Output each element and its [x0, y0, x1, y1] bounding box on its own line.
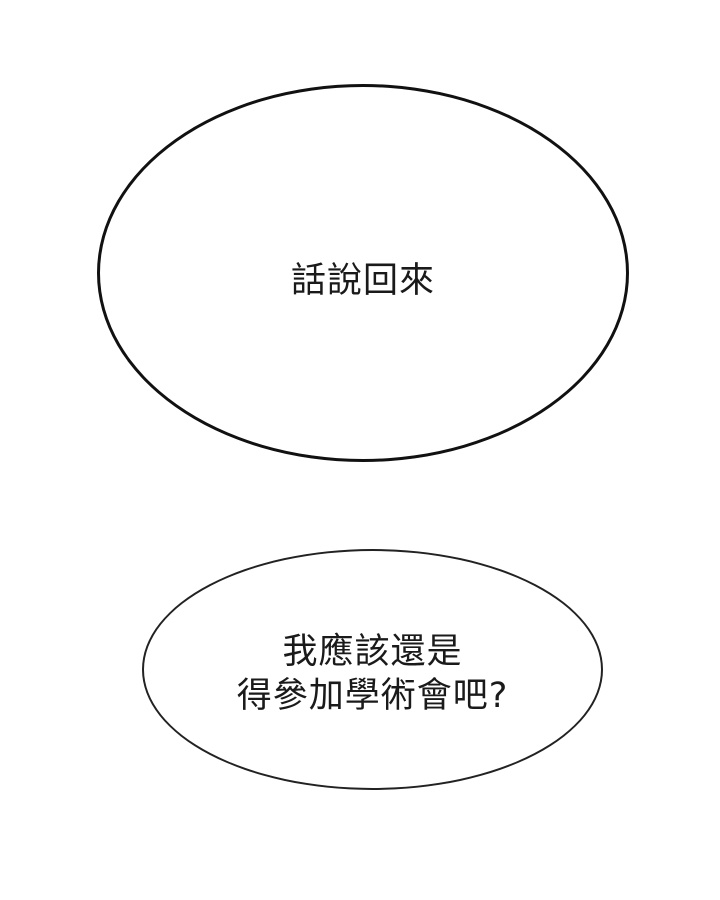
- speech-bubble-bottom: 我應該還是 得參加學術會吧?: [142, 549, 603, 790]
- dialogue-line: 我應該還是: [282, 631, 463, 672]
- speech-bubble-bottom-text: 我應該還是 得參加學術會吧?: [237, 630, 509, 718]
- speech-bubble-top-text: 話說回來: [291, 259, 435, 303]
- dialogue-line: 得參加學術會吧?: [236, 675, 509, 716]
- speech-bubble-top: 話說回來: [97, 84, 629, 462]
- dialogue-line: 話說回來: [290, 261, 435, 301]
